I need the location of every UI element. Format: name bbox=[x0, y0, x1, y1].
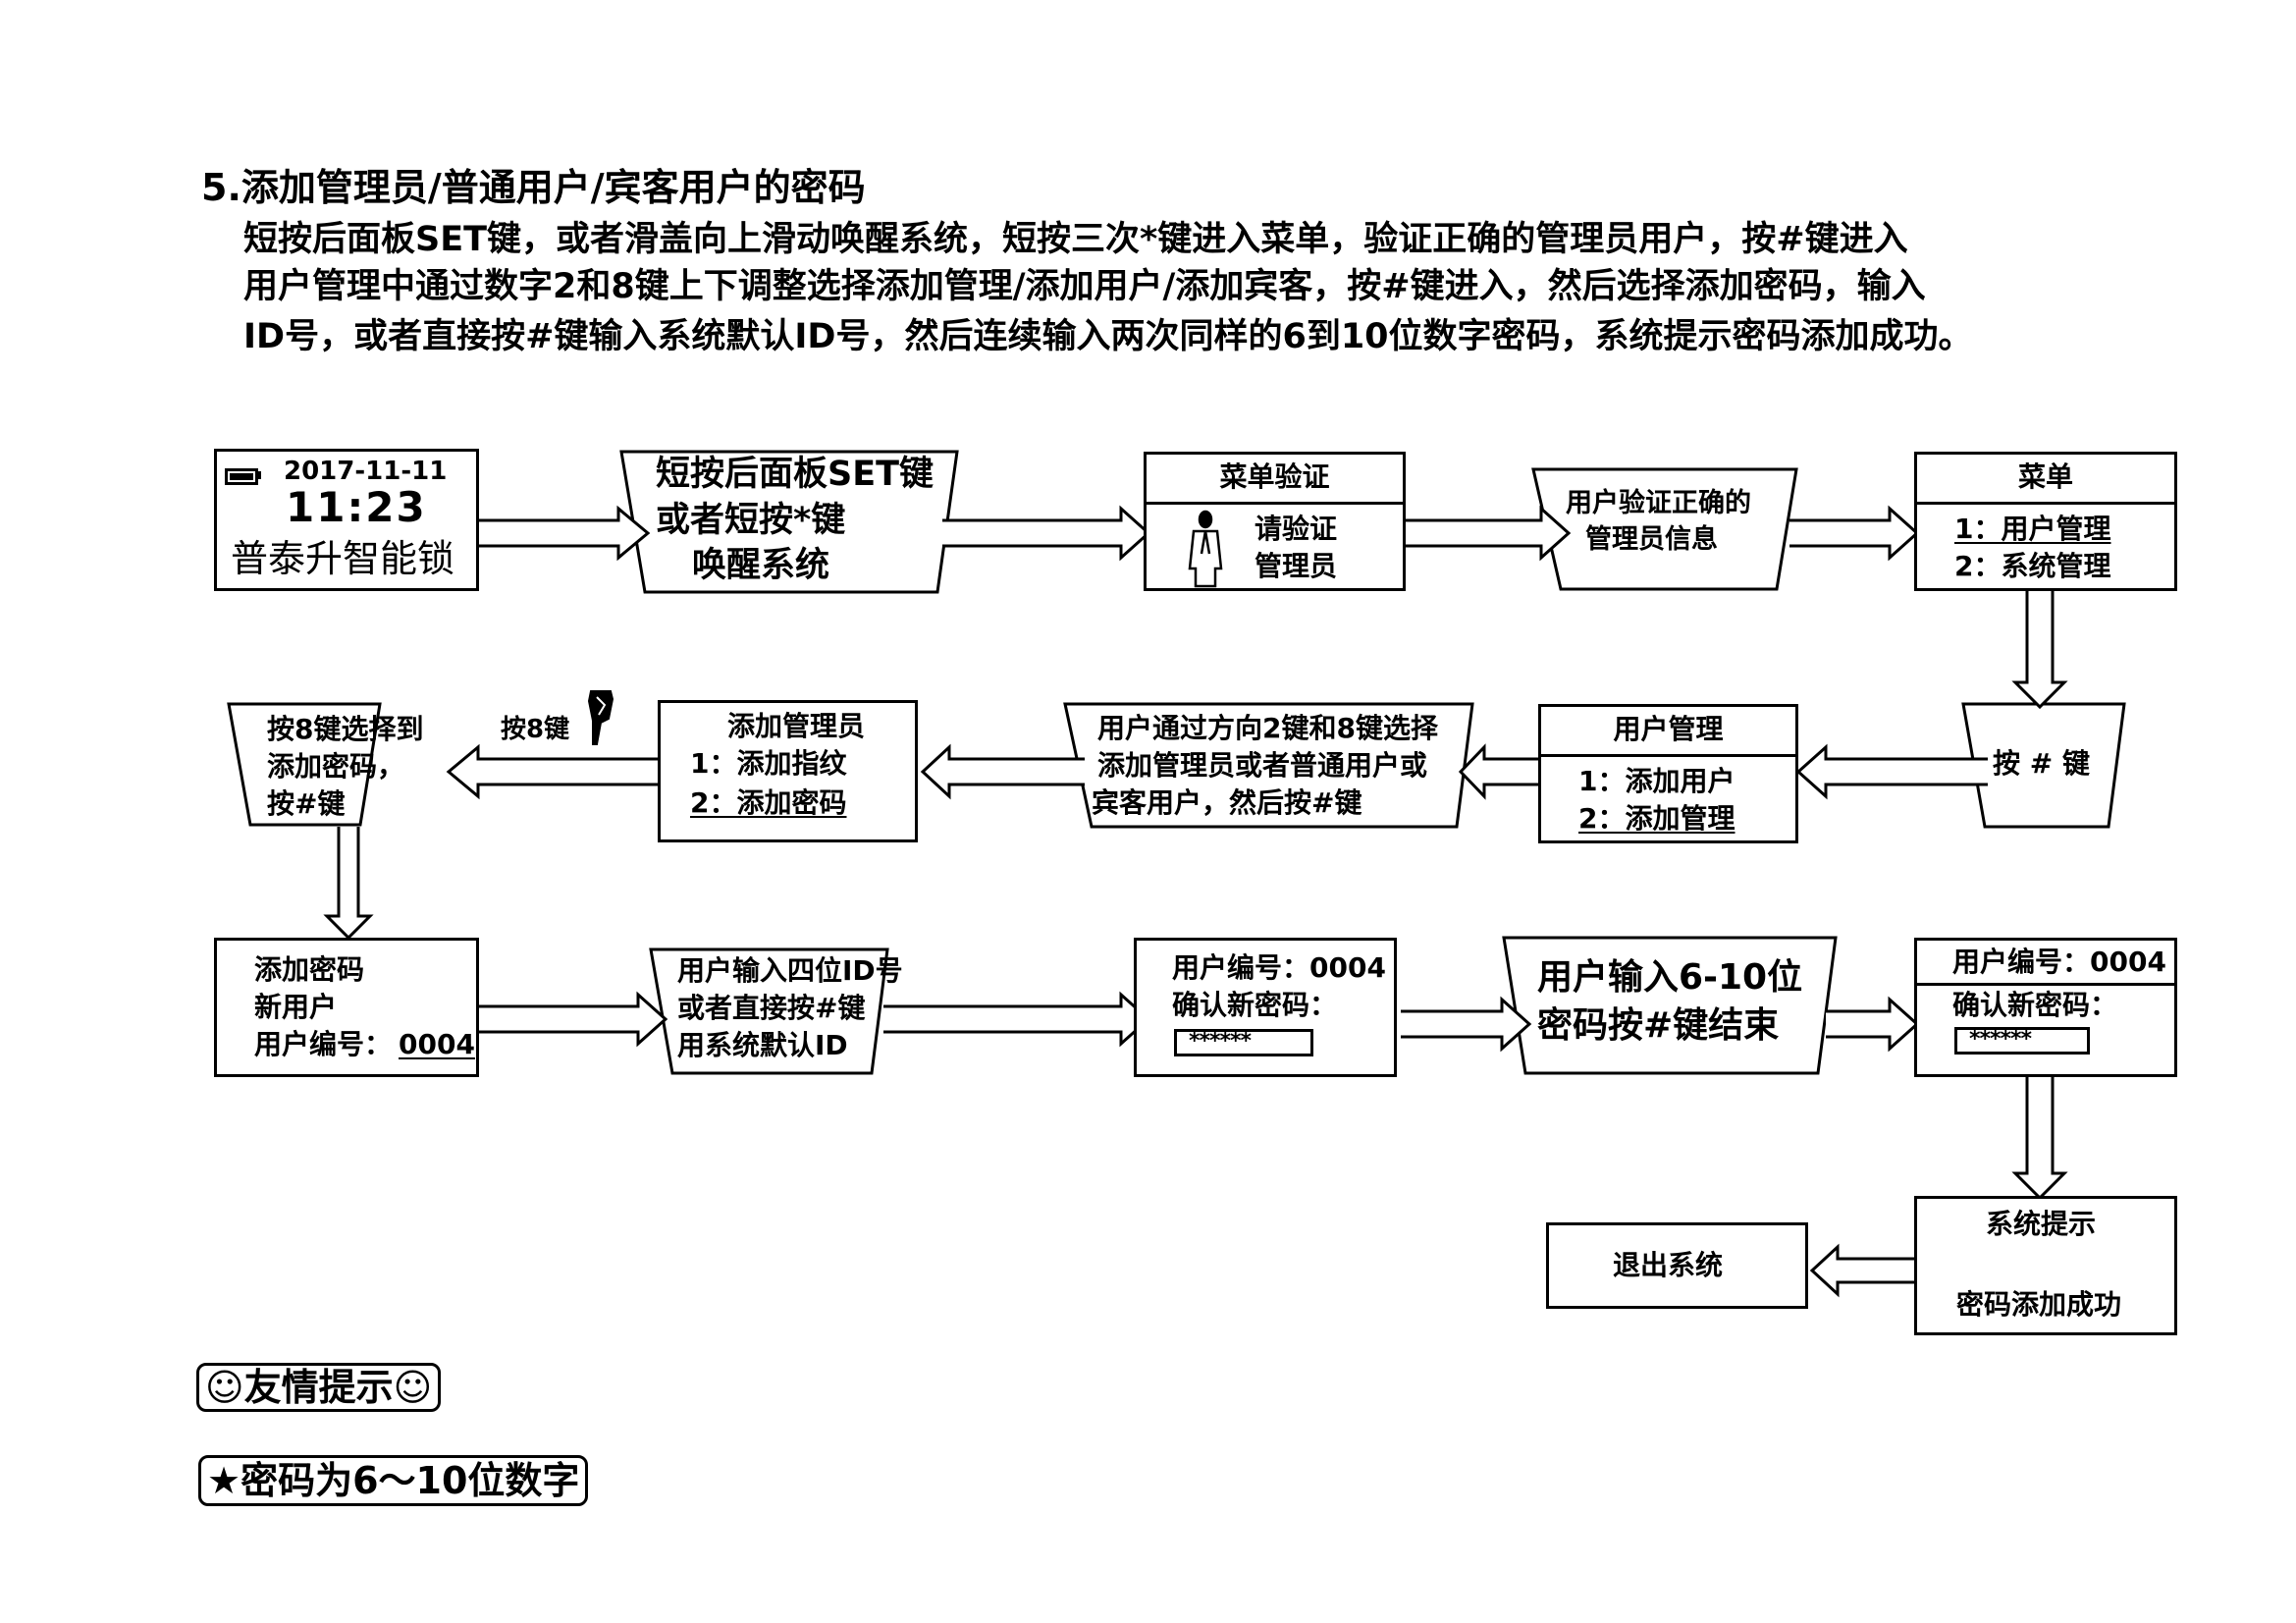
lock-time: 11:23 bbox=[286, 483, 427, 531]
press8-label: 按8键 bbox=[501, 715, 570, 744]
password-rule-note: ★密码为6～10位数字 bbox=[198, 1455, 589, 1506]
select-pwd-step-line: 按#键 bbox=[267, 787, 346, 820]
menu-verify-line: 请验证 bbox=[1255, 513, 1338, 545]
system-prompt-box: 系统提示 密码添加成功 bbox=[1914, 1196, 2177, 1335]
arrow-right bbox=[883, 991, 1151, 1048]
arrow-right bbox=[478, 991, 668, 1048]
wake-step-line: 唤醒系统 bbox=[692, 546, 830, 585]
press-hash-label: 按 # 键 bbox=[1993, 747, 2090, 780]
add-admin-title: 添加管理员 bbox=[727, 710, 866, 742]
confirm-id-line: 用户编号：0004 bbox=[1917, 941, 2174, 986]
masked-password-field[interactable]: ****** bbox=[1954, 1027, 2090, 1055]
menu-verify-title: 菜单验证 bbox=[1147, 455, 1403, 505]
menu-verify-box: 菜单验证 请验证 管理员 bbox=[1144, 452, 1406, 591]
section-heading: 5.添加管理员/普通用户/宾客用户的密码 bbox=[201, 166, 866, 209]
user-mgmt-item-add-user[interactable]: 1：添加用户 bbox=[1578, 765, 1735, 797]
user-mgmt-item-add-admin[interactable]: 2：添加管理 bbox=[1578, 802, 1735, 835]
menu-title: 菜单 bbox=[1917, 455, 2174, 505]
menu-verify-line: 管理员 bbox=[1255, 550, 1338, 582]
arrow-left bbox=[446, 743, 658, 800]
user-id-label: 用户编号： bbox=[254, 1028, 393, 1060]
confirm-screen-2: 用户编号：0004 确认新密码： ****** bbox=[1914, 938, 2177, 1077]
battery-icon bbox=[225, 468, 258, 485]
system-prompt-title: 系统提示 bbox=[1986, 1208, 2097, 1240]
input-id-step-shape bbox=[649, 947, 889, 1075]
verify-ok-step-line: 管理员信息 bbox=[1585, 524, 1718, 555]
arrow-left bbox=[1809, 1243, 1917, 1298]
input-pwd-step-line: 密码按#键结束 bbox=[1537, 1005, 1780, 1046]
add-pwd-line: 新用户 bbox=[254, 991, 338, 1023]
lock-brand: 普泰升智能锁 bbox=[231, 537, 455, 580]
arrow-right bbox=[1401, 996, 1532, 1053]
wake-step-shape bbox=[619, 450, 959, 594]
select-pwd-step-line: 添加密码， bbox=[267, 750, 405, 783]
paragraph-line: 短按后面板SET键，或者滑盖向上滑动唤醒系统，短按三次*键进入菜单，验证正确的管… bbox=[243, 220, 1908, 259]
add-admin-box: 添加管理员 1：添加指纹 2：添加密码 bbox=[658, 700, 918, 842]
user-id-value[interactable]: 0004 bbox=[399, 1028, 475, 1060]
arrow-down bbox=[2011, 1073, 2068, 1201]
input-pwd-step-line: 用户输入6-10位 bbox=[1537, 957, 1803, 998]
arrow-left bbox=[1458, 743, 1538, 800]
add-pwd-line: 添加密码 bbox=[254, 953, 365, 986]
arrow-left bbox=[1795, 743, 1988, 800]
arrow-down bbox=[2011, 589, 2068, 710]
arrow-left bbox=[920, 743, 1085, 800]
input-id-step-line: 用户输入四位ID号 bbox=[677, 954, 903, 987]
confirm-label: 确认新密码： bbox=[1952, 989, 2118, 1021]
pointing-hand-icon bbox=[587, 690, 614, 745]
input-id-step-line: 用系统默认ID bbox=[677, 1029, 848, 1061]
exit-system-label: 退出系统 bbox=[1613, 1249, 1724, 1281]
confirm-screen-1: 用户编号：0004 确认新密码： ****** bbox=[1134, 938, 1397, 1077]
add-admin-item-password[interactable]: 2：添加密码 bbox=[690, 786, 847, 819]
verify-ok-step-line: 用户验证正确的 bbox=[1566, 488, 1751, 518]
friendly-tip-title: ☺友情提示☺ bbox=[196, 1363, 442, 1412]
menu-item-system-mgmt[interactable]: 2：系统管理 bbox=[1954, 550, 2111, 582]
wake-step-line: 或者短按*键 bbox=[656, 501, 846, 540]
arrow-down bbox=[323, 827, 374, 941]
arrow-right bbox=[1826, 996, 1920, 1053]
masked-password-field[interactable]: ****** bbox=[1174, 1029, 1313, 1056]
user-mgmt-box: 用户管理 1：添加用户 2：添加管理 bbox=[1538, 704, 1798, 843]
arrow-right bbox=[478, 505, 651, 562]
confirm-id-line: 用户编号：0004 bbox=[1172, 951, 1386, 984]
arrow-right bbox=[942, 505, 1151, 562]
paragraph-line: ID号，或者直接按#键输入系统默认ID号，然后连续输入两次同样的6到10位数字密… bbox=[243, 317, 1973, 356]
menu-box: 菜单 1：用户管理 2：系统管理 bbox=[1914, 452, 2177, 591]
paragraph-line: 用户管理中通过数字2和8键上下调整选择添加管理/添加用户/添加宾客，按#键进入，… bbox=[243, 267, 1926, 306]
select-pwd-shape bbox=[227, 702, 382, 827]
lock-date: 2017-11-11 bbox=[284, 457, 448, 486]
select-pwd-step-line: 按8键选择到 bbox=[267, 713, 424, 745]
confirm-label: 确认新密码： bbox=[1172, 989, 1338, 1021]
select-step-line: 添加管理员或者普通用户或 bbox=[1097, 749, 1428, 782]
system-prompt-message: 密码添加成功 bbox=[1956, 1288, 2122, 1321]
user-mgmt-title: 用户管理 bbox=[1541, 707, 1795, 757]
menu-item-user-mgmt[interactable]: 1：用户管理 bbox=[1954, 513, 2111, 545]
exit-system-box: 退出系统 bbox=[1546, 1222, 1808, 1309]
arrow-right bbox=[1789, 505, 1920, 562]
arrow-right bbox=[1399, 505, 1572, 562]
lock-screen-box: 2017-11-11 11:23 普泰升智能锁 bbox=[214, 449, 479, 591]
battery-icon-tip bbox=[258, 471, 261, 479]
add-admin-item-fingerprint[interactable]: 1：添加指纹 bbox=[690, 747, 847, 780]
add-pwd-screen-box: 添加密码 新用户 用户编号： 0004 bbox=[214, 938, 479, 1077]
person-icon bbox=[1188, 510, 1223, 588]
select-step-line: 用户通过方向2键和8键选择 bbox=[1097, 712, 1438, 744]
select-step-line: 宾客用户，然后按#键 bbox=[1092, 786, 1362, 819]
wake-step-line: 短按后面板SET键 bbox=[656, 455, 934, 494]
input-id-step-line: 或者直接按#键 bbox=[677, 992, 866, 1024]
